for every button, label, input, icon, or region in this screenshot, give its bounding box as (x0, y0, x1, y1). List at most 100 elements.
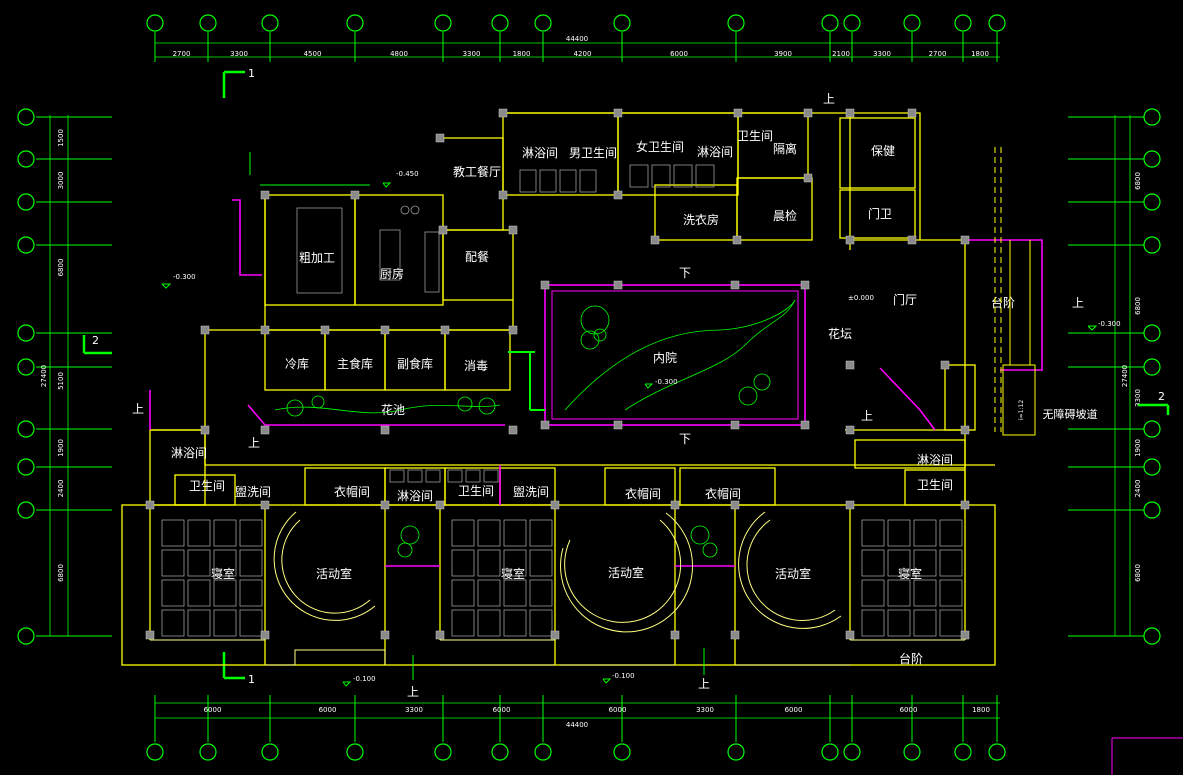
grid-bubble (821, 14, 839, 32)
column (803, 173, 813, 183)
bed (161, 579, 185, 607)
grid-bubble (1143, 324, 1161, 342)
column (260, 190, 270, 200)
room-toilet-top: 卫生间 (737, 129, 773, 143)
dimension-text: 2700 (929, 50, 947, 58)
grid-bubble (434, 14, 452, 32)
column (613, 108, 623, 118)
room-staff-dining: 教工餐厅 (453, 164, 501, 179)
room-courtyard: 内院 (653, 351, 677, 365)
column (613, 280, 623, 290)
room-barrier-free-ramp: 无障碍坡道 (1043, 407, 1098, 421)
grid-bubble (17, 458, 35, 476)
section-mark-label: 1 (248, 67, 255, 80)
bed (451, 519, 475, 547)
dimension-text: 6000 (670, 50, 688, 58)
bed (451, 609, 475, 637)
dimension-text: 1900 (1134, 439, 1142, 457)
column (508, 225, 518, 235)
room-secondary-storage: 副食库 (397, 356, 433, 371)
column (145, 500, 155, 510)
bed (913, 579, 937, 607)
section-mark-label: 2 (1158, 390, 1165, 403)
bed (503, 549, 527, 577)
bed (187, 609, 211, 637)
cubicle (447, 469, 463, 483)
down-marker: 下 (679, 266, 691, 280)
column (435, 630, 445, 640)
column (800, 280, 810, 290)
grid-bubble (261, 743, 279, 761)
room-shower-right: 淋浴间 (917, 453, 953, 467)
bed (861, 519, 885, 547)
dimension-text: 1900 (57, 439, 65, 457)
bed (503, 609, 527, 637)
dimension-text: 3300 (230, 50, 248, 58)
bed (887, 549, 911, 577)
section-mark-bottom-left: 1 (222, 652, 255, 686)
column (733, 108, 743, 118)
room-wash-left: 盥洗间 (235, 485, 271, 499)
dimension-text: 6800 (1134, 564, 1142, 582)
room-toilet-left: 卫生间 (189, 479, 225, 493)
room-morning-check: 晨检 (773, 208, 797, 223)
column (380, 425, 390, 435)
dimension-text: 2700 (173, 50, 191, 58)
cubicle (425, 469, 441, 483)
dimension-text: 6000 (204, 706, 222, 714)
stall (559, 169, 577, 193)
dimension-text: 6800 (1134, 172, 1142, 190)
room-bedroom-1: 寝室 (211, 566, 235, 581)
room-lobby: 门厅 (893, 292, 917, 307)
elevation-label: -0.100 (353, 675, 376, 683)
dimension-text: 6000 (493, 706, 511, 714)
room-disinfection: 消毒 (464, 359, 488, 373)
grid-bubble (17, 193, 35, 211)
room-main-storage: 主食库 (337, 356, 373, 371)
dimension-text: 3300 (463, 50, 481, 58)
activity-room-arcs (273, 511, 842, 633)
column (613, 420, 623, 430)
dimension-text: 3300 (696, 706, 714, 714)
elevation-label: -0.300 (655, 378, 678, 386)
room-isolation: 隔离 (773, 141, 797, 156)
room-shower-1: 淋浴间 (522, 146, 558, 160)
grid-bubble (954, 743, 972, 761)
grid-bubble (534, 743, 552, 761)
dimension-text: 6000 (319, 706, 337, 714)
dimension-lines (49, 42, 1131, 719)
bed (213, 549, 237, 577)
column (260, 500, 270, 510)
bed (913, 549, 937, 577)
room-shower-left: 淋浴间 (171, 446, 207, 460)
column (800, 420, 810, 430)
room-cold-storage: 冷库 (285, 356, 309, 371)
column (845, 500, 855, 510)
elevation-label: -0.300 (1098, 320, 1121, 328)
bed (477, 609, 501, 637)
furniture (161, 164, 963, 637)
grid-bubble (988, 14, 1006, 32)
grid-bubble (491, 743, 509, 761)
dimension-total: 27400 (40, 365, 48, 387)
grid-bubble (727, 14, 745, 32)
bed (529, 549, 553, 577)
grid-bubble (988, 743, 1006, 761)
grid-bubble (346, 14, 364, 32)
room-serving: 配餐 (465, 249, 489, 264)
column (845, 630, 855, 640)
grid-bubble (146, 14, 164, 32)
bed (861, 609, 885, 637)
grid-bubble (17, 627, 35, 645)
bed (213, 579, 237, 607)
column (260, 630, 270, 640)
bed (939, 549, 963, 577)
room-laundry: 洗衣房 (683, 212, 719, 227)
bed (161, 609, 185, 637)
cubicle (483, 469, 499, 483)
dimension-text: 6000 (785, 706, 803, 714)
column (508, 425, 518, 435)
column (845, 360, 855, 370)
column (845, 235, 855, 245)
